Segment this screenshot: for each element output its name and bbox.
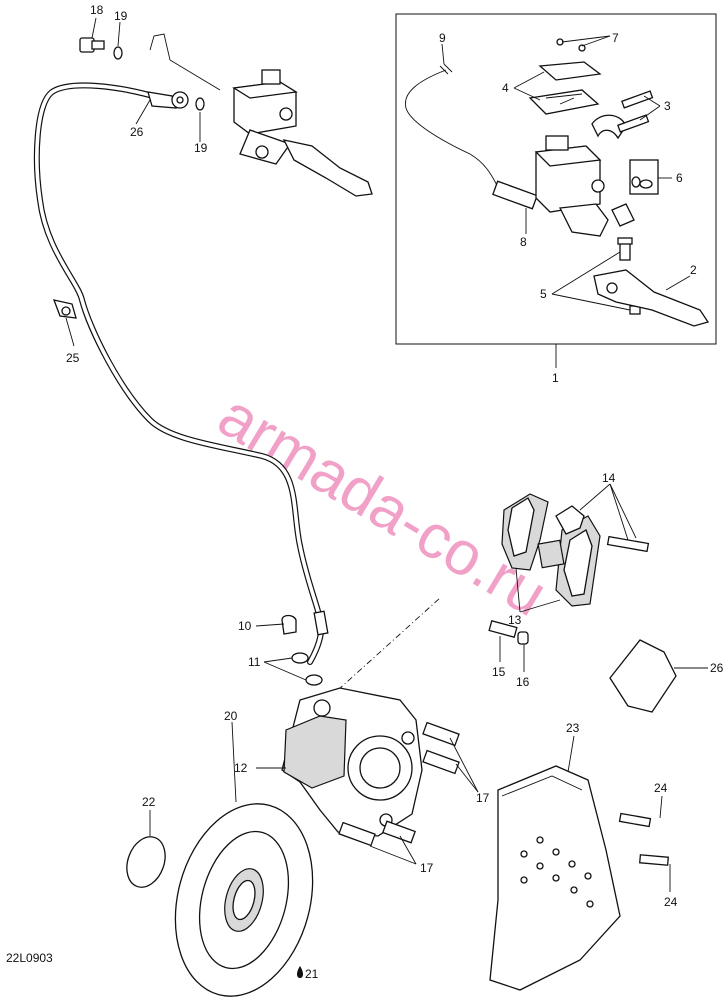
o-ring bbox=[126, 836, 166, 888]
brake-disc bbox=[174, 803, 314, 997]
callout-24: 24 bbox=[654, 781, 668, 795]
guard-screws bbox=[618, 812, 669, 866]
caliper bbox=[281, 687, 423, 837]
callout-6: 6 bbox=[676, 171, 683, 185]
master-cylinder-kit bbox=[405, 38, 710, 327]
master-cylinder-installed bbox=[149, 33, 373, 197]
callout-1: 1 bbox=[552, 371, 559, 385]
callout-17: 17 bbox=[420, 861, 434, 875]
watermark: armada-co.ru bbox=[207, 381, 559, 630]
callout-3: 3 bbox=[664, 99, 671, 113]
callout-10: 10 bbox=[238, 619, 252, 633]
callout-13: 13 bbox=[508, 613, 522, 627]
callout-2: 2 bbox=[690, 263, 697, 277]
callout-24: 24 bbox=[664, 895, 678, 909]
hose-clip bbox=[52, 299, 77, 319]
brake-pads bbox=[501, 493, 650, 607]
callout-11: 11 bbox=[248, 655, 261, 669]
callout-22: 22 bbox=[142, 795, 156, 809]
callout-25: 25 bbox=[66, 351, 80, 365]
leader-lines bbox=[65, 17, 708, 892]
bleeder-screw bbox=[488, 620, 529, 645]
callout-20: 20 bbox=[224, 709, 238, 723]
callout-16: 16 bbox=[516, 675, 530, 689]
banjo-bolt-top bbox=[79, 37, 205, 111]
assembly-line bbox=[337, 597, 441, 691]
callout-7: 7 bbox=[612, 31, 619, 45]
callout-8: 8 bbox=[520, 235, 527, 249]
callout-19: 19 bbox=[194, 141, 208, 155]
diagram-code: 22L0903 bbox=[6, 951, 53, 965]
callout-26: 26 bbox=[710, 661, 724, 675]
callout-17: 17 bbox=[476, 791, 490, 805]
callout-21: 21 bbox=[305, 967, 319, 981]
callout-15: 15 bbox=[492, 665, 506, 679]
caliper-bolts bbox=[338, 721, 460, 847]
callout-19: 19 bbox=[114, 9, 128, 23]
bracket bbox=[609, 639, 677, 713]
banjo-bolt-caliper bbox=[281, 614, 323, 686]
lubricant-icon bbox=[297, 966, 303, 978]
callout-5: 5 bbox=[540, 287, 547, 301]
callout-26: 26 bbox=[130, 125, 144, 139]
callout-12: 12 bbox=[234, 761, 248, 775]
callout-18: 18 bbox=[90, 3, 104, 17]
callout-14: 14 bbox=[602, 471, 616, 485]
brake-hose bbox=[33, 82, 329, 665]
callout-23: 23 bbox=[566, 721, 580, 735]
callout-9: 9 bbox=[439, 31, 446, 45]
callout-4: 4 bbox=[502, 81, 509, 95]
disc-guard bbox=[489, 765, 621, 991]
callouts: 18 19 26 19 9 7 4 3 6 8 2 5 1 25 14 13 1… bbox=[66, 3, 724, 981]
